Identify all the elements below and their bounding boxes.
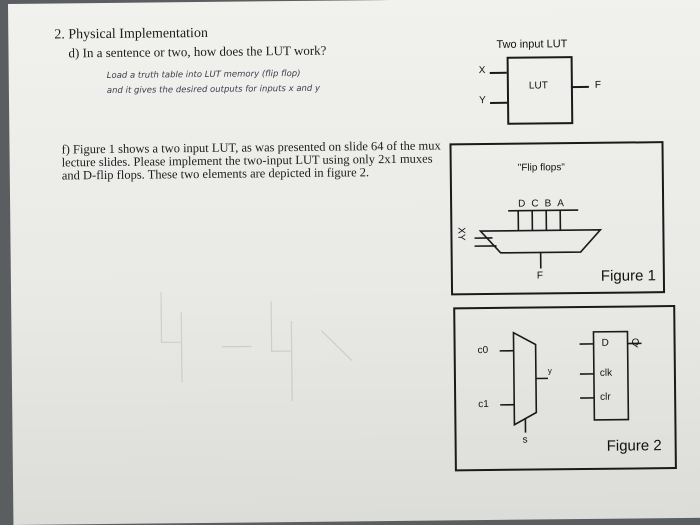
lut-input-y-label: Y bbox=[478, 95, 486, 107]
lut-title: Two input LUT bbox=[496, 38, 568, 51]
lut-input-x-label: X bbox=[478, 65, 486, 77]
mux-output-y: y bbox=[547, 366, 552, 376]
figure-1-input-y: Y bbox=[455, 233, 467, 241]
mux-select-s: s bbox=[522, 434, 528, 446]
lut-input-x-wire bbox=[489, 71, 507, 74]
dff-clr-label: clr bbox=[600, 391, 611, 403]
lut-output-label: F bbox=[594, 79, 602, 91]
handwritten-answer-line-2: and it gives the desired outputs for inp… bbox=[106, 83, 321, 96]
figure-2-frame: c0 c1 y s D Q clk clr Figure 2 bbox=[453, 305, 677, 472]
worksheet-page: 2. Physical Implementation d) In a sente… bbox=[8, 0, 700, 525]
figure-1-frame: "Flip flops" DCBA XY F Figure 1 bbox=[449, 141, 666, 296]
question-part-f: f) Figure 1 shows a two input LUT, as wa… bbox=[61, 138, 441, 183]
question-part-d: d) In a sentence or two, how does the LU… bbox=[68, 42, 327, 61]
lut-block: LUT bbox=[506, 56, 574, 125]
lut-input-y-wire bbox=[490, 101, 508, 104]
dff-q-label: Q bbox=[631, 337, 640, 349]
mux-input-c1: c1 bbox=[478, 398, 489, 411]
figure-1-output-label: F bbox=[536, 270, 544, 282]
figure-1-mux-drawing bbox=[474, 209, 603, 269]
lut-block-label: LUT bbox=[528, 80, 548, 92]
figure-2-caption: Figure 2 bbox=[606, 437, 662, 455]
lut-output-wire bbox=[570, 85, 589, 89]
handwritten-answer-line-1: Load a truth table into LUT memory (flip… bbox=[106, 68, 301, 81]
dff-clk-label: clk bbox=[599, 367, 613, 379]
figure-1-input-labels: XY bbox=[455, 227, 466, 240]
bleed-through-marks bbox=[160, 292, 353, 402]
question-heading: 2. Physical Implementation bbox=[54, 25, 208, 43]
dff-d-label: D bbox=[601, 337, 609, 349]
mux-input-c0: c0 bbox=[477, 344, 489, 357]
figure-1-caption: Figure 1 bbox=[600, 267, 657, 285]
figure-2-drawing bbox=[499, 330, 642, 433]
